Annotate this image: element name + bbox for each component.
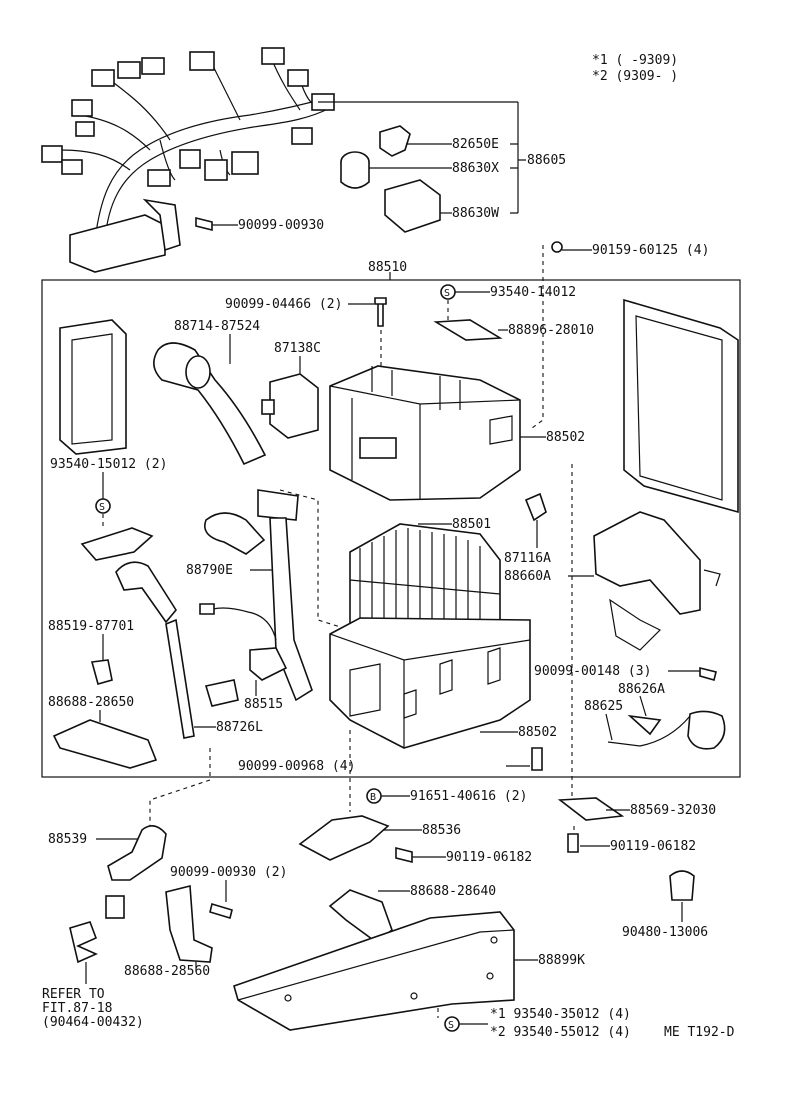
right-filter-frame — [623, 298, 739, 514]
drain-hose — [107, 825, 167, 881]
duct-hose — [153, 342, 267, 466]
label-88899k: 88899K — [538, 953, 585, 968]
label-93540-55012: *2 93540-55012 (4) — [490, 1025, 631, 1040]
label-87138c: 87138C — [274, 341, 321, 356]
label-88688-28640: 88688-28640 — [410, 884, 496, 899]
bolt-icon — [209, 902, 233, 920]
label-90464-00432: (90464-00432) — [42, 1015, 144, 1030]
label-refer-to: REFER TO — [42, 987, 105, 1002]
upper-heater-case — [329, 365, 521, 501]
expansion-valve — [257, 489, 299, 521]
label-93540-15012: 93540-15012 (2) — [50, 457, 167, 472]
bolt-icon — [395, 846, 413, 864]
label-88519-87701: 88519-87701 — [48, 619, 134, 634]
label-88660a: 88660A — [504, 569, 551, 584]
label-88896-28010: 88896-28010 — [508, 323, 594, 338]
seal-strip-32030 — [557, 797, 625, 821]
pipe-clip — [90, 659, 113, 685]
label-fit-87-18: FIT.87-18 — [42, 1001, 112, 1016]
servo-motor — [269, 373, 319, 439]
seal-strip — [433, 319, 503, 341]
label-90099-00930-2: 90099-00930 (2) — [170, 865, 287, 880]
s-symbol-label: S — [448, 1020, 454, 1031]
label-82650e: 82650E — [452, 137, 499, 152]
label-88515: 88515 — [244, 697, 283, 712]
label-88688-28650: 88688-28650 — [48, 695, 134, 710]
label-88688-28560: 88688-28560 — [124, 964, 210, 979]
label-88502-upper: 88502 — [546, 430, 585, 445]
label-88714-87524: 88714-87524 — [174, 319, 260, 334]
label-90119-06182-b: 90119-06182 — [610, 839, 696, 854]
label-88790e: 88790E — [186, 563, 233, 578]
label-90099-00148: 90099-00148 (3) — [534, 664, 651, 679]
label-88625: 88625 — [584, 699, 623, 714]
dash-line — [149, 748, 211, 828]
label-90119-06182-a: 90119-06182 — [446, 850, 532, 865]
clip-88626a — [627, 714, 662, 736]
grommet-clip — [669, 870, 695, 901]
label-88510: 88510 — [368, 260, 407, 275]
label-88626a: 88626A — [618, 682, 665, 697]
label-90099-04466: 90099-04466 (2) — [225, 297, 342, 312]
legend-line-1: *1 ( -9309) — [592, 53, 678, 68]
screw-icon — [699, 666, 717, 681]
s-symbol-label: S — [99, 502, 105, 513]
wire-harness-drawing — [41, 47, 335, 273]
label-90099-00968: 90099-00968 (4) — [238, 759, 355, 774]
label-90099-00930: 90099-00930 — [238, 218, 324, 233]
actuator-bracket — [593, 511, 701, 615]
label-88630x: 88630X — [452, 161, 499, 176]
sensor-clip — [524, 492, 547, 522]
retainer-clip — [69, 921, 98, 964]
label-88569-32030: 88569-32030 — [630, 803, 716, 818]
relay-group — [340, 125, 441, 233]
label-93540-14012: 93540-14012 — [490, 285, 576, 300]
label-88539: 88539 — [48, 832, 87, 847]
b-symbol-label: B — [370, 792, 376, 803]
label-88501: 88501 — [452, 517, 491, 532]
label-me-t192-d: ME T192-D — [664, 1025, 735, 1040]
clamp-bracket — [80, 527, 154, 561]
screw-icon — [531, 747, 543, 771]
s-symbol-label: S — [444, 288, 450, 299]
bracket-88605 — [318, 101, 526, 214]
bolt-icon — [551, 241, 563, 253]
lower-evaporator-case — [329, 617, 531, 749]
sensor-bulb — [687, 710, 726, 750]
label-88605: 88605 — [527, 153, 566, 168]
label-90159-60125: 90159-60125 (4) — [592, 243, 709, 258]
bracket-28640 — [328, 889, 393, 943]
bolt-icon — [567, 833, 579, 853]
legend-line-2: *2 (9309- ) — [592, 69, 678, 84]
label-88536: 88536 — [422, 823, 461, 838]
label-87116a: 87116A — [504, 551, 551, 566]
label-91651-40616: 91651-40616 (2) — [410, 789, 527, 804]
left-seal-frame — [59, 319, 127, 455]
label-88630w: 88630W — [452, 206, 499, 221]
refrigerant-pipe — [115, 561, 177, 624]
label-88502-lower: 88502 — [518, 725, 557, 740]
drain-cap — [105, 895, 125, 919]
label-90480-13006: 90480-13006 — [622, 925, 708, 940]
s-symbol-icon — [95, 498, 111, 514]
pressure-switch — [249, 647, 288, 681]
label-93540-35012: *1 93540-35012 (4) — [490, 1007, 631, 1022]
label-88726l: 88726L — [216, 720, 263, 735]
screw-icon — [374, 297, 387, 327]
assembly-frame-88510 — [41, 279, 741, 778]
bracket-28650 — [52, 719, 158, 769]
bracket-28560 — [165, 884, 213, 963]
bolt-icon — [195, 216, 213, 232]
drain-bracket — [298, 815, 390, 861]
